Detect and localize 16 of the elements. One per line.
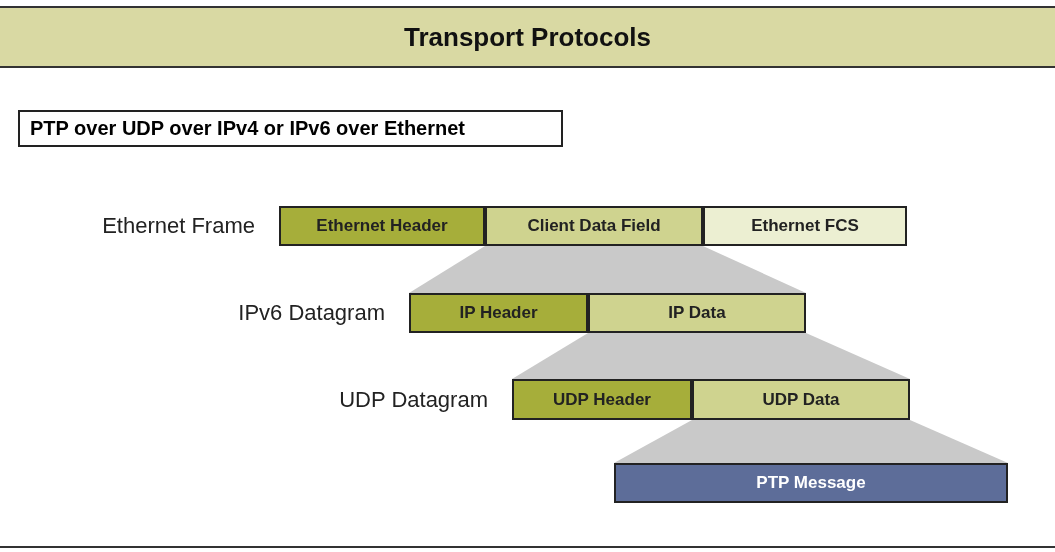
frame-field: UDP Data — [692, 379, 910, 420]
heading-box: PTP over UDP over IPv4 or IPv6 over Ethernet — [18, 110, 563, 147]
frame-label: IPv6 Datagram — [238, 300, 385, 326]
frame-field: IP Data — [588, 293, 806, 333]
frame-field: IP Header — [409, 293, 588, 333]
frame-field: Client Data Field — [485, 206, 703, 246]
expansion-wedge — [409, 246, 806, 293]
frame-field: UDP Header — [512, 379, 692, 420]
frame-field: Ethernet Header — [279, 206, 485, 246]
frame-label: Ethernet Frame — [102, 213, 255, 239]
message-field: PTP Message — [614, 463, 1008, 503]
frame-label: UDP Datagram — [339, 386, 488, 413]
frame-field: Ethernet FCS — [703, 206, 907, 246]
expansion-wedge — [614, 420, 1008, 463]
expansion-wedge — [512, 333, 910, 379]
title: Transport Protocols — [403, 21, 651, 53]
